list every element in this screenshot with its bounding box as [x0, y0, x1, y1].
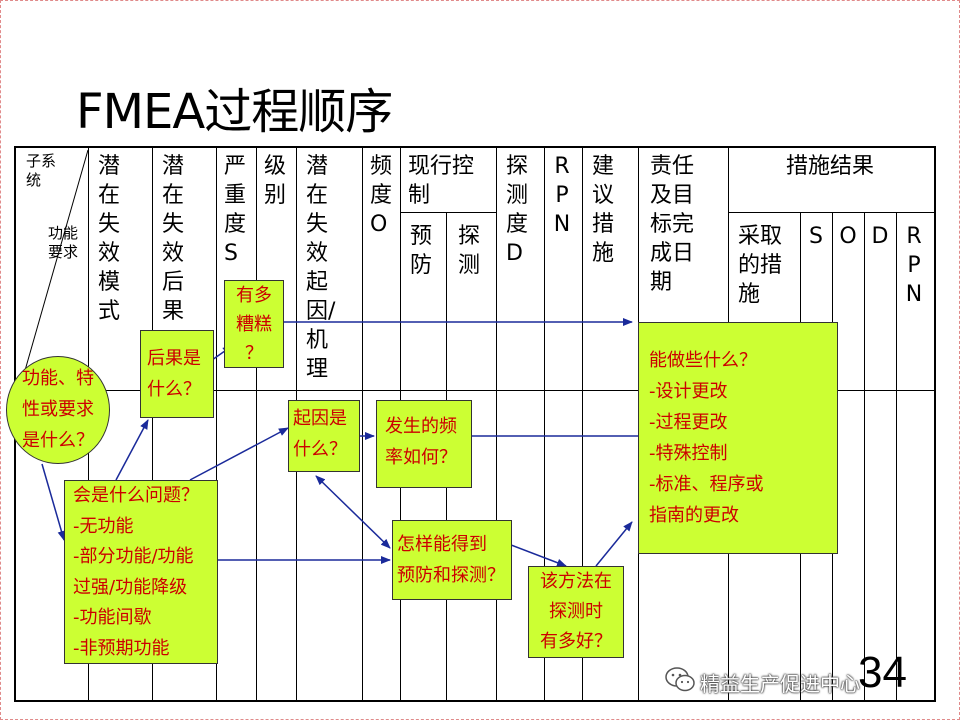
header-rpn: R P N — [553, 154, 571, 237]
callout-frequency-question: 发生的频 率如何？ — [376, 400, 472, 488]
header-function-requirement: 功能 要求 — [48, 224, 79, 261]
wechat-icon — [665, 667, 695, 692]
header-occurrence: 频 度 O — [370, 154, 393, 237]
row-divider — [728, 212, 936, 213]
header-actions-taken: 采取 的措 施 — [738, 224, 783, 307]
col-divider — [152, 147, 153, 701]
arrow-problem-to-cause — [189, 427, 289, 481]
header-action-results: 措施结果 — [786, 154, 875, 179]
header-rpn-result: R P N — [905, 224, 923, 307]
header-responsibility: 责任 及目 标完 成日 期 — [650, 154, 695, 295]
callout-what-can-be-done: 能做些什么？ -设计更改 -过程更改 -特殊控制 -标准、程序或 指南的更改 — [638, 322, 838, 554]
callout-what-can-go-wrong: 会是什么问题？ -无功能 -部分功能/功能 过强/功能降级 -功能间歇 -非预期… — [64, 480, 218, 664]
slide-title: FMEA过程顺序 — [76, 84, 393, 140]
callout-prevent-detect: 怎样能得到 预防和探测？ — [392, 520, 512, 600]
col-divider — [256, 147, 257, 701]
corner-diagonal — [15, 149, 89, 403]
header-recommended-actions: 建 议 措 施 — [592, 154, 615, 266]
header-prevention: 预 防 — [410, 224, 433, 278]
arrow-cause-controls — [315, 475, 391, 549]
header-failure-effect: 潜 在 失 效 后 果 — [162, 154, 185, 324]
header-d: D — [871, 224, 889, 249]
col-divider — [216, 147, 217, 701]
header-detection: 探 测 度 D — [506, 154, 529, 266]
header-detection-control: 探 测 — [458, 224, 481, 278]
header-s: S — [809, 224, 823, 249]
callout-effects-question: 后果是 什么？ — [140, 330, 214, 418]
arrow-problem-to-effect — [115, 419, 149, 481]
header-o: O — [839, 224, 857, 249]
callout-how-bad: 有多 糟糕 ？ — [224, 280, 284, 368]
watermark: 精益生产促进中心 — [665, 667, 860, 697]
arrow-detection-to-actions — [595, 521, 633, 567]
watermark-text: 精益生产促进中心 — [700, 672, 860, 696]
row-divider — [400, 212, 496, 213]
page-number: 34 — [858, 648, 907, 697]
header-current-controls: 现行控 制 — [408, 154, 475, 208]
callout-function-question: 功能、特 性或要求 是什么？ — [6, 356, 110, 464]
header-subsystem: 子系 统 — [26, 152, 57, 189]
col-divider — [544, 147, 545, 701]
header-failure-mode: 潜 在 失 效 模 式 — [98, 154, 121, 324]
row-divider — [16, 390, 936, 391]
col-divider — [896, 212, 897, 701]
col-divider — [362, 147, 363, 701]
header-class: 级 别 — [264, 154, 287, 208]
col-divider — [582, 147, 583, 701]
header-cause: 潜 在 失 效 起 因/ 机 理 — [306, 154, 336, 382]
col-divider — [864, 212, 865, 701]
callout-causes-question: 起因是 什么？ — [288, 400, 360, 472]
col-divider — [496, 147, 497, 701]
callout-detection-quality: 该方法在 探测时 有多好？ — [528, 566, 624, 658]
header-severity: 严 重 度 S — [224, 154, 247, 266]
arrow-function-to-problem — [41, 463, 66, 541]
